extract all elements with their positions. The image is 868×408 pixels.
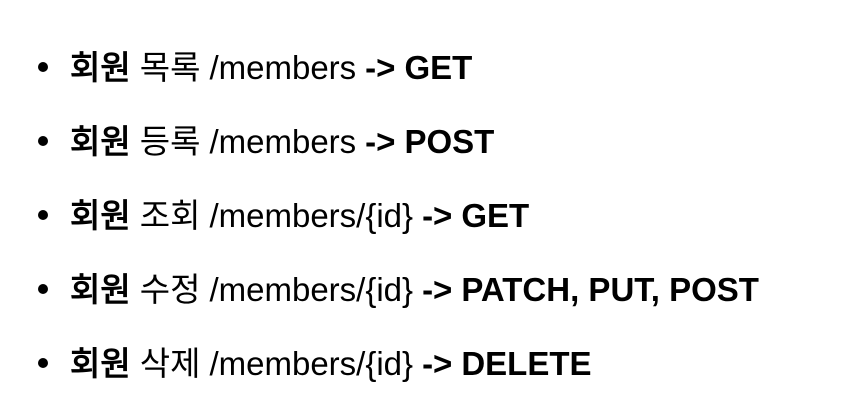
- subject-label: 회원: [70, 122, 131, 160]
- list-item: 회원 삭제 /members/{id} -> DELETE: [36, 326, 759, 400]
- endpoint-path: /members: [209, 48, 357, 86]
- list-item: 회원 등록 /members -> POST: [36, 104, 759, 178]
- action-label: 등록: [139, 122, 201, 160]
- endpoint-path: /members/{id}: [209, 344, 414, 382]
- http-methods: DELETE: [461, 344, 592, 382]
- subject-label: 회원: [70, 196, 131, 234]
- bullet-icon: [38, 358, 48, 368]
- http-methods: GET: [461, 196, 530, 234]
- arrow-text: ->: [422, 196, 453, 234]
- http-methods: PATCH, PUT, POST: [461, 270, 759, 308]
- action-label: 조회: [139, 196, 201, 234]
- subject-label: 회원: [70, 270, 131, 308]
- endpoint-path: /members/{id}: [209, 270, 414, 308]
- endpoint-path: /members: [209, 122, 357, 160]
- subject-label: 회원: [70, 344, 131, 382]
- list-item: 회원 수정 /members/{id} -> PATCH, PUT, POST: [36, 252, 759, 326]
- action-label: 삭제: [139, 344, 201, 382]
- bullet-icon: [38, 136, 48, 146]
- list-item: 회원 목록 /members -> GET: [36, 30, 759, 104]
- arrow-text: ->: [422, 344, 453, 382]
- bullet-icon: [38, 284, 48, 294]
- endpoint-path: /members/{id}: [209, 196, 414, 234]
- subject-label: 회원: [70, 48, 131, 86]
- bullet-icon: [38, 62, 48, 72]
- api-endpoint-list: 회원 목록 /members -> GET 회원 등록 /members -> …: [36, 30, 759, 400]
- arrow-text: ->: [365, 48, 396, 86]
- arrow-text: ->: [422, 270, 453, 308]
- arrow-text: ->: [365, 122, 396, 160]
- action-label: 목록: [139, 48, 201, 86]
- action-label: 수정: [139, 270, 201, 308]
- bullet-icon: [38, 210, 48, 220]
- http-methods: GET: [404, 48, 473, 86]
- list-item: 회원 조회 /members/{id} -> GET: [36, 178, 759, 252]
- http-methods: POST: [404, 122, 495, 160]
